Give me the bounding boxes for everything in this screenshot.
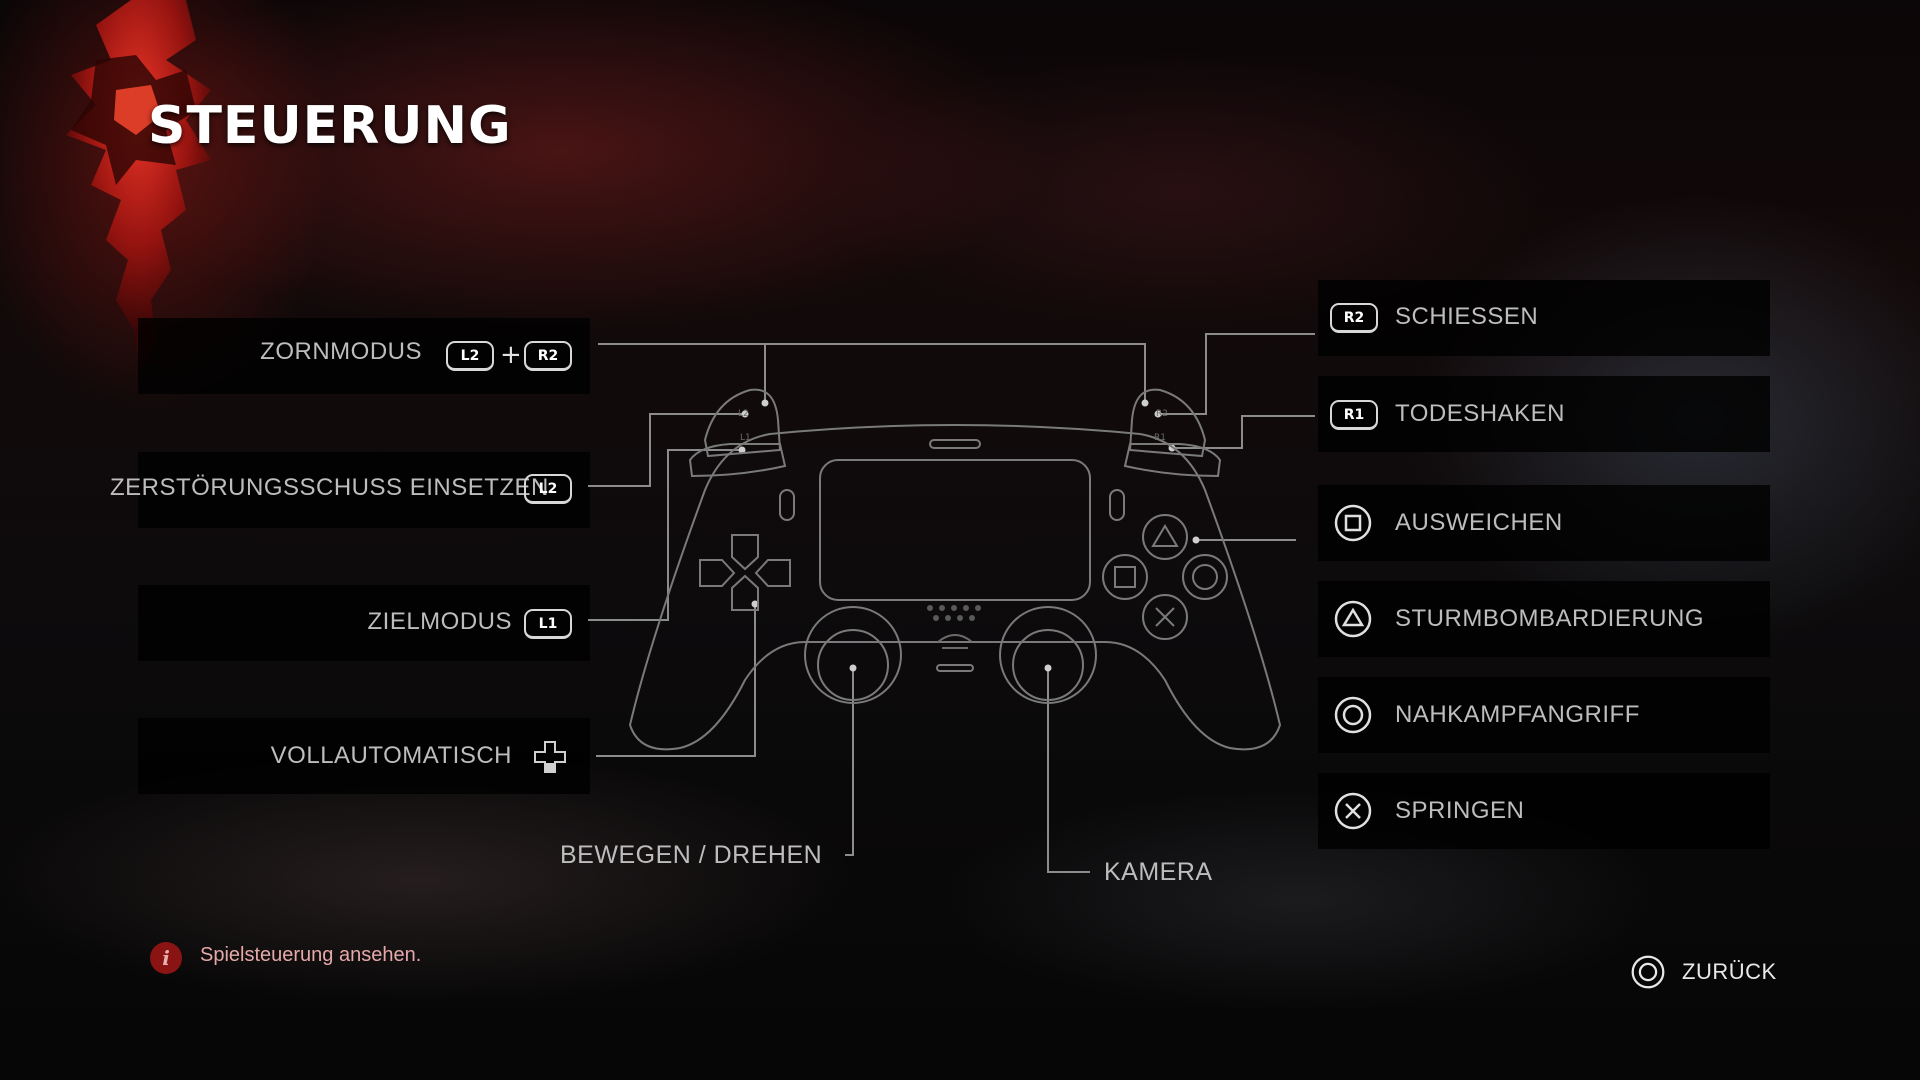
binding-label-schiessen: SCHIESSEN [1395, 303, 1539, 330]
binding-panel-vollautomatisch [138, 718, 590, 794]
touchpad [819, 459, 1091, 601]
left-stick-label: BEWEGEN / DREHEN [560, 841, 823, 869]
binding-label-todeshaken: TODESHAKEN [1395, 400, 1565, 427]
r1-bumper [1123, 443, 1222, 478]
square-button-icon [1334, 504, 1372, 542]
binding-label-vollautomatisch: VOLLAUTOMATISCH [270, 742, 512, 769]
controller-diagram: L2 L1 R2 R1 [628, 388, 1282, 751]
svg-text:R2: R2 [1156, 409, 1168, 419]
back-label: ZURÜCK [1682, 959, 1777, 984]
binding-panel-springen [1318, 773, 1770, 849]
right-stick [999, 606, 1097, 704]
l2-button-icon: L2 [524, 474, 572, 504]
left-stick [804, 606, 902, 704]
svg-text:L1: L1 [740, 433, 751, 443]
binding-label-zerstoerungsschuss: ZERSTÖRUNGSSCHUSS EINSETZEN [110, 474, 549, 501]
binding-label-zornmodus: ZORNMODUS [260, 338, 422, 365]
binding-panel-nahkampfangriff [1318, 677, 1770, 753]
binding-label-zielmodus: ZIELMODUS [367, 608, 512, 635]
binding-label-nahkampfangriff: NAHKAMPFANGRIFF [1395, 701, 1640, 728]
r2-trigger [1128, 388, 1207, 458]
emblem-icon [66, 0, 211, 370]
page-title: STEUERUNG [148, 96, 512, 156]
l1-button-icon: L1 [524, 609, 572, 639]
dpad-down-icon [534, 741, 566, 773]
binding-panel-sturmbombardierung [1318, 581, 1770, 657]
circle-button-icon [1631, 955, 1665, 989]
svg-text:R1: R1 [1154, 433, 1166, 443]
l2-button-icon: L2 [446, 341, 494, 371]
binding-label-springen: SPRINGEN [1395, 797, 1525, 824]
r2-button-icon: R2 [1330, 303, 1378, 333]
svg-text:L2: L2 [738, 409, 749, 419]
circle-button-icon [1334, 696, 1372, 734]
hint-text: Spielsteuerung ansehen. [200, 944, 422, 966]
binding-panel-zornmodus [138, 318, 590, 394]
r1-button-icon: R1 [1330, 400, 1378, 430]
triangle-button-icon [1334, 600, 1372, 638]
binding-panel-zerstoerungsschuss [138, 452, 590, 528]
binding-panel-todeshaken [1318, 376, 1770, 452]
binding-panel-schiessen [1318, 280, 1770, 356]
plus-sign: + [500, 340, 522, 370]
r2-button-icon: R2 [524, 341, 572, 371]
right-stick-label: KAMERA [1104, 858, 1213, 886]
cross-button-icon [1334, 792, 1372, 830]
binding-panel-zielmodus [138, 585, 590, 661]
binding-label-sturmbombardierung: STURMBOMBARDIERUNG [1395, 605, 1705, 632]
dpad [699, 534, 791, 611]
controller-body [628, 424, 1282, 751]
face-buttons [1102, 514, 1228, 640]
l1-bumper [688, 443, 787, 478]
back-button[interactable]: ZURÜCK [1630, 952, 1780, 992]
binding-label-ausweichen: AUSWEICHEN [1395, 509, 1563, 536]
l2-trigger [703, 388, 782, 458]
binding-panel-ausweichen [1318, 485, 1770, 561]
info-icon: i [150, 942, 182, 974]
